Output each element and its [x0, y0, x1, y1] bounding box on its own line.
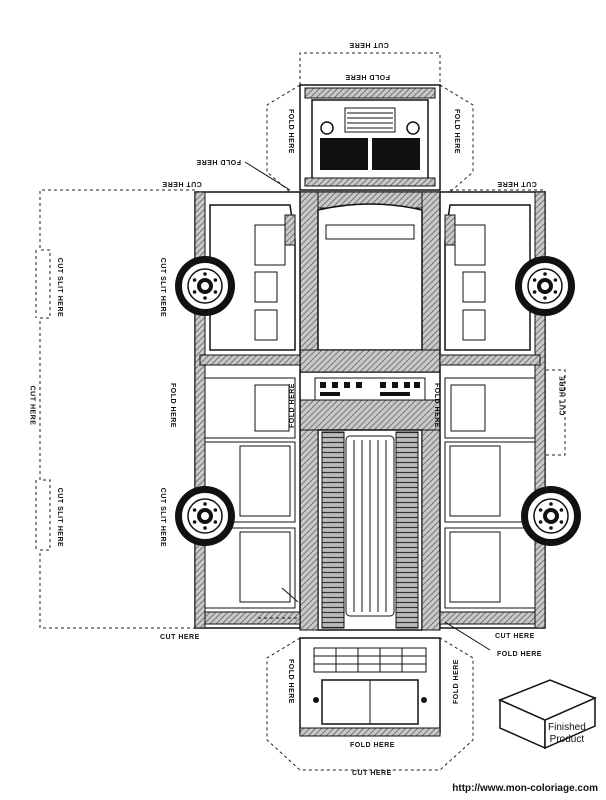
label-cut-slit-here-flap-2: CUT SLIT HERE — [56, 487, 64, 548]
label-fold-here-left-side: FOLD HERE — [168, 383, 176, 428]
right-side-panel — [439, 191, 546, 629]
finished-product-caption: Finished Product — [548, 722, 586, 746]
label-cut-here-bottom-left: CUT HERE — [160, 634, 200, 641]
roof-panel — [299, 191, 441, 431]
label-fold-here-flap-left: FOLD HERE — [286, 109, 294, 154]
hose-bed — [299, 429, 441, 631]
label-cut-slit-here-flap-1: CUT SLIT HERE — [56, 257, 64, 318]
label-cut-here-flap: CUT HERE — [28, 385, 36, 426]
left-rear-wheel — [174, 485, 236, 547]
label-fold-here-bottom: FOLD HERE — [350, 742, 395, 749]
finished-product-box — [498, 679, 597, 750]
label-fold-here-bottom-arrow: FOLD HERE — [497, 651, 542, 658]
right-rear-wheel — [520, 485, 582, 547]
watermark-url: http://www.mon-coloriage.com — [452, 783, 598, 794]
label-fold-here-top: FOLD HERE — [345, 73, 390, 80]
label-fold-here-rear-left: FOLD HERE — [286, 659, 294, 704]
right-front-wheel — [514, 255, 576, 317]
label-fold-here-diagonal: FOLD HERE — [196, 158, 241, 165]
label-fold-here-center-right: FOLD HERE — [432, 383, 440, 428]
label-cut-slit-here-front: CUT SLIT HERE — [159, 257, 167, 318]
label-cut-slit-here-rear: CUT SLIT HERE — [159, 487, 167, 548]
truck-rear-panel — [299, 637, 441, 737]
label-cut-here-bottom: CUT HERE — [352, 770, 392, 777]
fold-arrows — [244, 161, 491, 651]
label-cut-here-right-top: CUT HERE — [497, 180, 537, 187]
product-label: Product — [549, 734, 585, 745]
cab-front-panel — [299, 84, 441, 191]
label-cut-here-bottom-right: CUT HERE — [495, 633, 535, 640]
finished-label: Finished — [548, 722, 586, 733]
label-fold-here-center-left: FOLD HERE — [288, 383, 296, 428]
cut-outline — [35, 52, 566, 771]
left-side-panel — [194, 191, 301, 629]
label-fold-here-rear-right: FOLD HERE — [452, 659, 460, 704]
label-cut-here-right: CUT HERE — [559, 375, 567, 416]
left-front-wheel — [174, 255, 236, 317]
label-cut-here-left-top: CUT HERE — [162, 180, 202, 187]
label-cut-here-top: CUT HERE — [349, 41, 389, 48]
label-fold-here-flap-right: FOLD HERE — [452, 109, 460, 154]
